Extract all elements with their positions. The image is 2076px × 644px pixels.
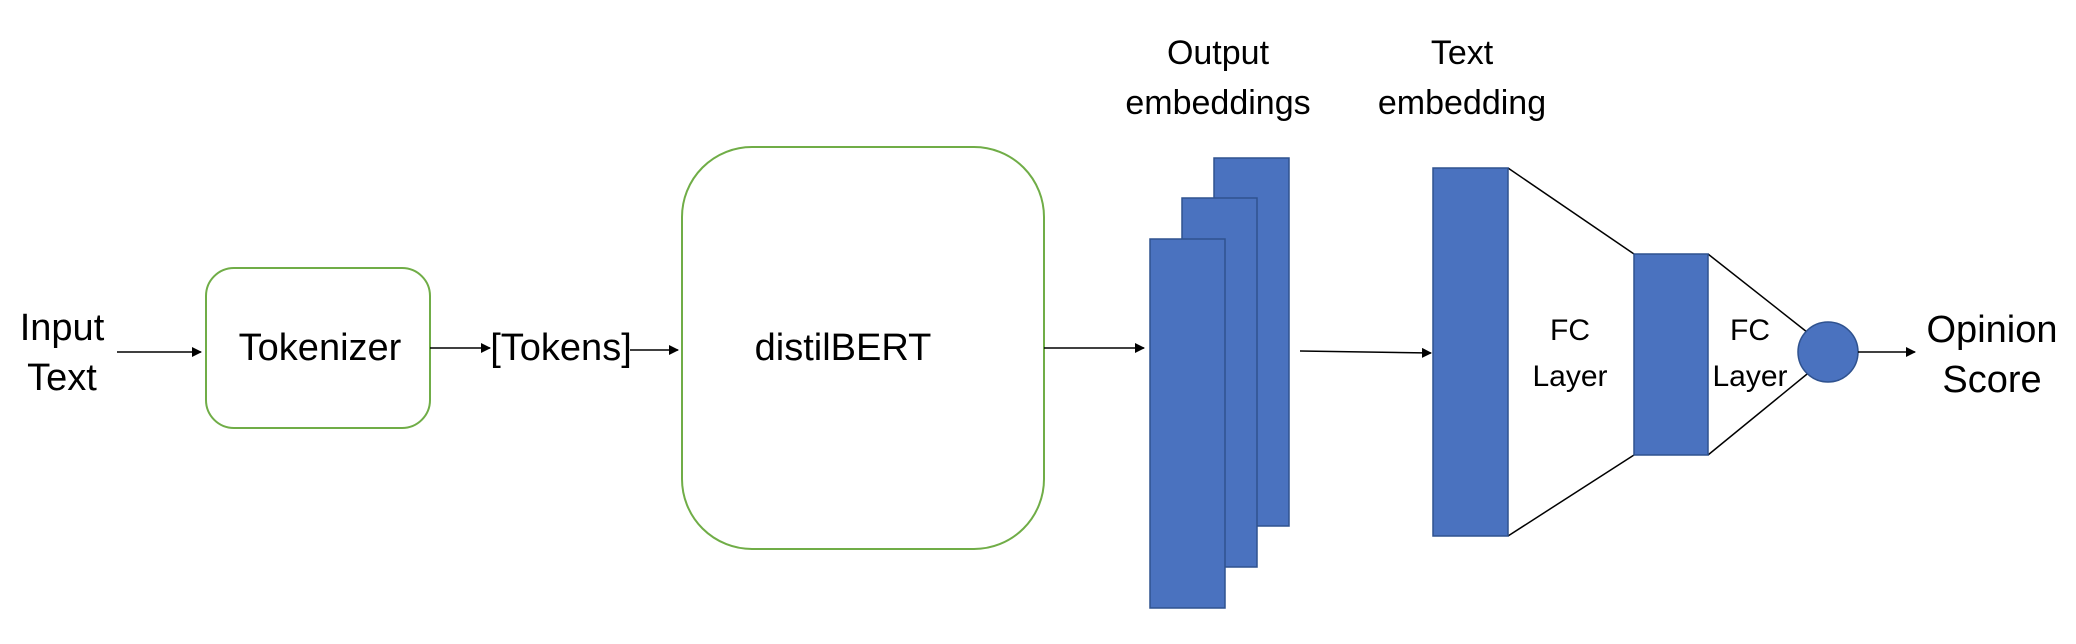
fc-layer-2-label-line1: FC [1730, 314, 1770, 347]
input-text-label-line1: Input [20, 307, 105, 349]
opinion-score-label-line2: Score [1942, 359, 2041, 401]
text-embedding-title-line2: embedding [1378, 84, 1546, 122]
input-text-label-line2: Text [27, 357, 97, 399]
output-embeddings-title-line1: Output [1167, 34, 1270, 72]
output-embedding-block-front [1149, 238, 1226, 609]
distilbert-label: distilBERT [755, 327, 932, 369]
output-node-icon [1797, 321, 1859, 383]
tokenizer-label: Tokenizer [239, 327, 402, 369]
output-embeddings-title-line2: embeddings [1125, 84, 1310, 122]
hidden-layer-block [1633, 253, 1709, 456]
fc2-connector-bottom [1707, 369, 1813, 456]
opinion-score-label-line1: Opinion [1927, 309, 2058, 351]
fc-layer-1-label-line1: FC [1550, 314, 1590, 347]
arrow-embeddings-to-text-embedding [1299, 347, 1432, 358]
tokens-label: [Tokens] [490, 327, 632, 369]
text-embedding-block [1432, 167, 1509, 537]
text-embedding-title-line1: Text [1431, 34, 1494, 72]
fc1-connector-top [1507, 167, 1635, 255]
fc-layer-1-label-line2: Layer [1532, 360, 1607, 393]
fc2-connector-top [1707, 253, 1813, 337]
fc-layer-2-label-line2: Layer [1712, 360, 1787, 393]
fc1-connector-bottom [1507, 454, 1635, 537]
